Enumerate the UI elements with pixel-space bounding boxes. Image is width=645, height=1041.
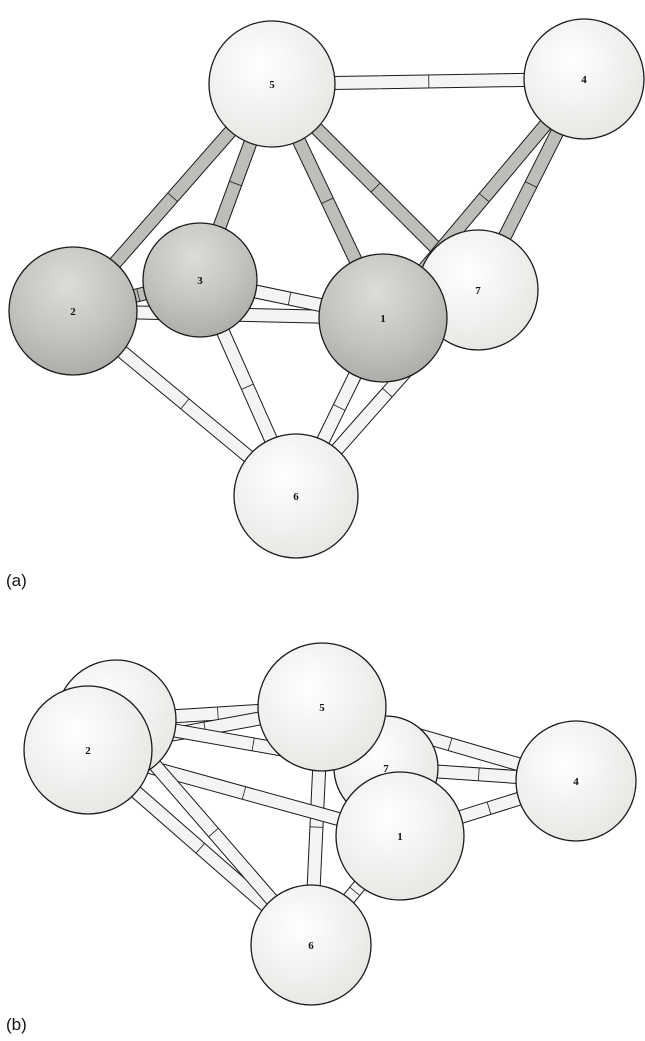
atom-label: 2 <box>85 745 91 757</box>
atom-label: 5 <box>319 702 325 714</box>
atom-a-4: 4 <box>523 18 645 140</box>
atom-label: 6 <box>308 940 314 952</box>
bond-a-5-4 <box>305 72 552 91</box>
atom-label: 7 <box>383 763 389 775</box>
atom-a-2: 2 <box>8 246 138 376</box>
atom-label: 6 <box>293 491 299 503</box>
atom-b-6: 6 <box>250 884 372 1006</box>
atom-b-5: 5 <box>257 642 387 772</box>
atom-label: 2 <box>70 306 76 318</box>
atom-a-3: 3 <box>142 222 258 338</box>
panel-b: 7345261 <box>23 642 637 1006</box>
atom-label: 4 <box>581 74 587 86</box>
atom-label: 1 <box>380 313 386 325</box>
panel-a: 5 4 3 7 6 2 1 <box>8 18 645 559</box>
atom-label: 3 <box>197 275 203 287</box>
panel-a-label: (a) <box>6 571 27 590</box>
atom-label: 4 <box>573 776 579 788</box>
atom-a-5: 5 <box>208 20 336 148</box>
atom-a-1: 1 <box>318 253 448 383</box>
panel-b-label: (b) <box>6 1015 27 1034</box>
atom-a-6: 6 <box>233 433 359 559</box>
atom-b-2: 2 <box>23 685 153 815</box>
atom-label: 5 <box>269 79 275 91</box>
atom-label: 7 <box>475 285 481 297</box>
atom-b-4: 4 <box>515 720 637 842</box>
atom-b-1: 1 <box>335 771 465 901</box>
atom-label: 1 <box>397 831 403 843</box>
bond-b-3-6 <box>131 739 296 926</box>
